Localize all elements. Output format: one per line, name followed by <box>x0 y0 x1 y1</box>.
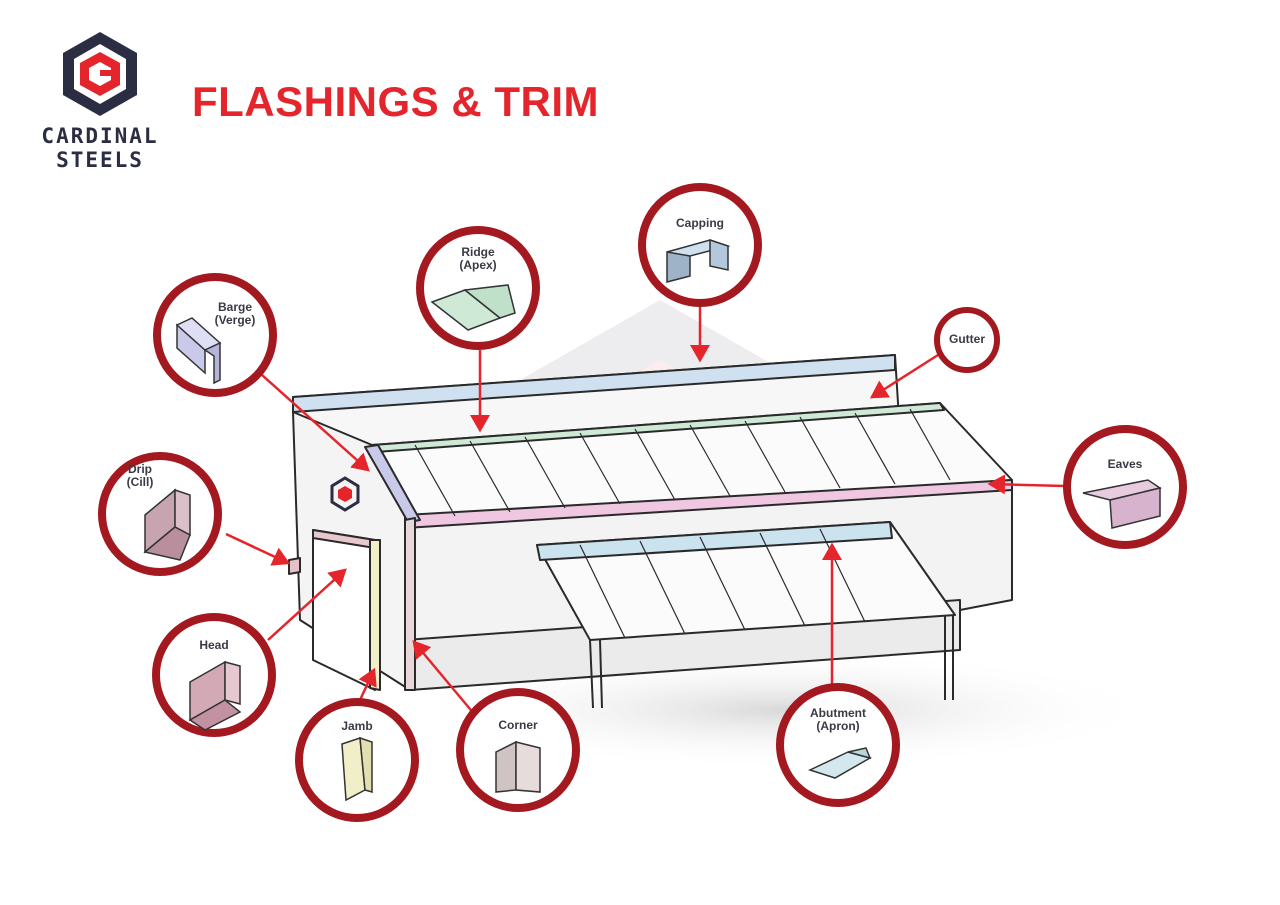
building <box>288 354 1013 709</box>
barge-flashing-icon <box>175 317 222 385</box>
label-eaves: Eaves <box>1107 457 1143 471</box>
arrow-head <box>267 568 347 641</box>
gable-logo-icon <box>330 476 360 512</box>
label-capping: Capping <box>676 216 724 230</box>
cardinal-hex-logo-icon <box>63 32 137 116</box>
callout-abutment <box>776 683 900 807</box>
corner-flashing-icon <box>495 740 541 793</box>
arrow-drip <box>225 532 291 566</box>
label-head: Head <box>199 638 229 652</box>
page-title: FLASHINGS & TRIM <box>192 78 599 125</box>
eaves-flashing-icon <box>1082 479 1162 529</box>
brand-name: CARDINAL STEELS <box>30 124 170 172</box>
callout-gutter <box>934 307 1000 373</box>
arrow-eaves <box>987 474 1066 495</box>
label-barge: Barge (Verge) <box>214 300 256 327</box>
label-abutment: Abutment (Apron) <box>810 706 866 733</box>
arrow-jamb <box>358 667 377 701</box>
callout-jamb <box>295 698 419 822</box>
label-jamb: Jamb <box>341 719 373 733</box>
brand-line-1: CARDINAL <box>41 124 159 148</box>
callout-head <box>152 613 276 737</box>
label-corner: Corner <box>498 718 538 732</box>
callout-corner <box>456 688 580 812</box>
arrows <box>225 300 1066 716</box>
arrow-barge <box>261 374 370 472</box>
label-ridge: Ridge (Apex) <box>459 245 497 272</box>
capping-flashing-icon <box>666 238 731 283</box>
callout-ridge <box>416 226 540 350</box>
label-drip: Drip (Cill) <box>126 462 154 489</box>
arrow-gutter <box>869 353 939 399</box>
drip-flashing-icon <box>143 488 191 561</box>
ridge-flashing-icon <box>430 284 516 331</box>
callout-drip <box>98 452 222 576</box>
abutment-flashing-icon <box>807 747 872 779</box>
callout-capping <box>638 183 762 307</box>
brand-line-2: STEELS <box>56 148 144 172</box>
label-gutter: Gutter <box>949 332 985 346</box>
ground-shadow <box>400 650 1160 770</box>
arrow-corner <box>412 640 476 716</box>
callout-barge <box>153 273 277 397</box>
jamb-flashing-icon <box>341 736 373 802</box>
callout-eaves <box>1063 425 1187 549</box>
head-flashing-icon <box>188 660 242 731</box>
